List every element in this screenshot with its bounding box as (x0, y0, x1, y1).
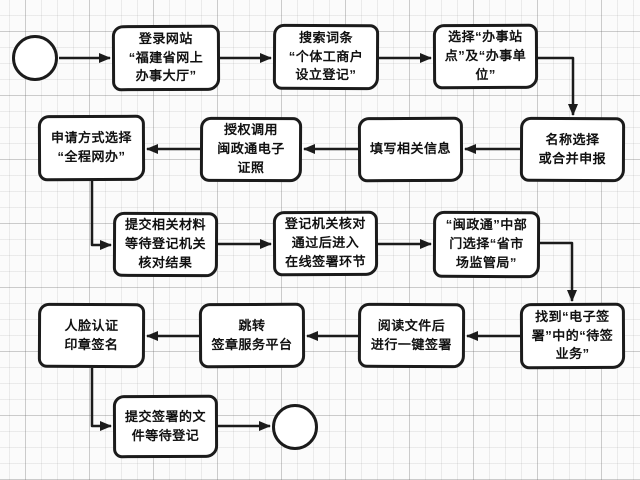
node-label: 跳转 签章服务平台 (211, 317, 293, 352)
node-label: “闽政通”中部 门选择“省市 场监管局” (445, 217, 528, 271)
flow-node-find-esign[interactable]: 找到“电子签 署”中的“待签 业务” (519, 302, 626, 370)
flow-node-review-pass[interactable]: 登记机关核对 通过后进入 在线签署环节 (272, 210, 379, 277)
node-label: 名称选择 或合并申报 (538, 131, 607, 166)
node-label: 搜索词条 “个体工商户 设立登记” (288, 29, 364, 83)
flow-node-search-term[interactable]: 搜索词条 “个体工商户 设立登记” (272, 23, 380, 91)
edge-dept-to-esign (540, 241, 577, 302)
node-label: 阅读文件后 进行一键签署 (370, 317, 452, 352)
start-circle[interactable] (12, 35, 58, 81)
node-label: 授权调用 闽政通电子 证照 (217, 122, 285, 175)
flow-node-apply-method[interactable]: 申请方式选择 “全程网办” (37, 114, 146, 182)
edge-select-to-name (538, 56, 578, 116)
node-label: 人脸认证 印章签名 (64, 317, 119, 352)
flow-node-login-website[interactable]: 登录网站 “福建省网上 办事大厅” (111, 24, 221, 92)
flow-node-submit-materials[interactable]: 提交相关材料 等待登记机关 核对结果 (112, 211, 219, 278)
node-label: 填写相关信息 (369, 140, 452, 157)
node-label: 登记机关核对 通过后进入 在线签署环节 (284, 216, 367, 270)
flow-node-submit-signed[interactable]: 提交签署的文 件等待登记 (112, 394, 219, 459)
flow-node-authorize-license[interactable]: 授权调用 闽政通电子 证照 (199, 116, 303, 183)
edge-face-to-signed (90, 368, 112, 431)
node-label: 申请方式选择 “全程网办” (50, 129, 132, 165)
node-label: 选择“办事站 点”及“办事单 位” (444, 29, 527, 82)
node-label: 提交签署的文 件等待登记 (124, 408, 206, 443)
flow-node-select-site[interactable]: 选择“办事站 点”及“办事单 位” (432, 23, 539, 90)
flow-node-jump-platform[interactable]: 跳转 签章服务平台 (198, 302, 306, 369)
node-label: 找到“电子签 署”中的“待签 业务” (531, 308, 614, 362)
flow-node-read-sign[interactable]: 阅读文件后 进行一键签署 (357, 302, 466, 369)
flow-node-minzhengtong-dept[interactable]: “闽政通”中部 门选择“省市 场监管局” (432, 210, 541, 279)
flow-node-face-auth[interactable]: 人脸认证 印章签名 (37, 302, 146, 369)
end-circle[interactable] (272, 404, 318, 450)
node-label: 提交相关材料 等待登记机关 核对结果 (124, 217, 207, 271)
flow-node-name-selection[interactable]: 名称选择 或合并申报 (519, 116, 626, 183)
node-label: 登录网站 “福建省网上 办事大厅” (128, 30, 204, 84)
flow-node-fill-info[interactable]: 填写相关信息 (357, 116, 464, 183)
edge-apply-to-submit (90, 181, 112, 250)
